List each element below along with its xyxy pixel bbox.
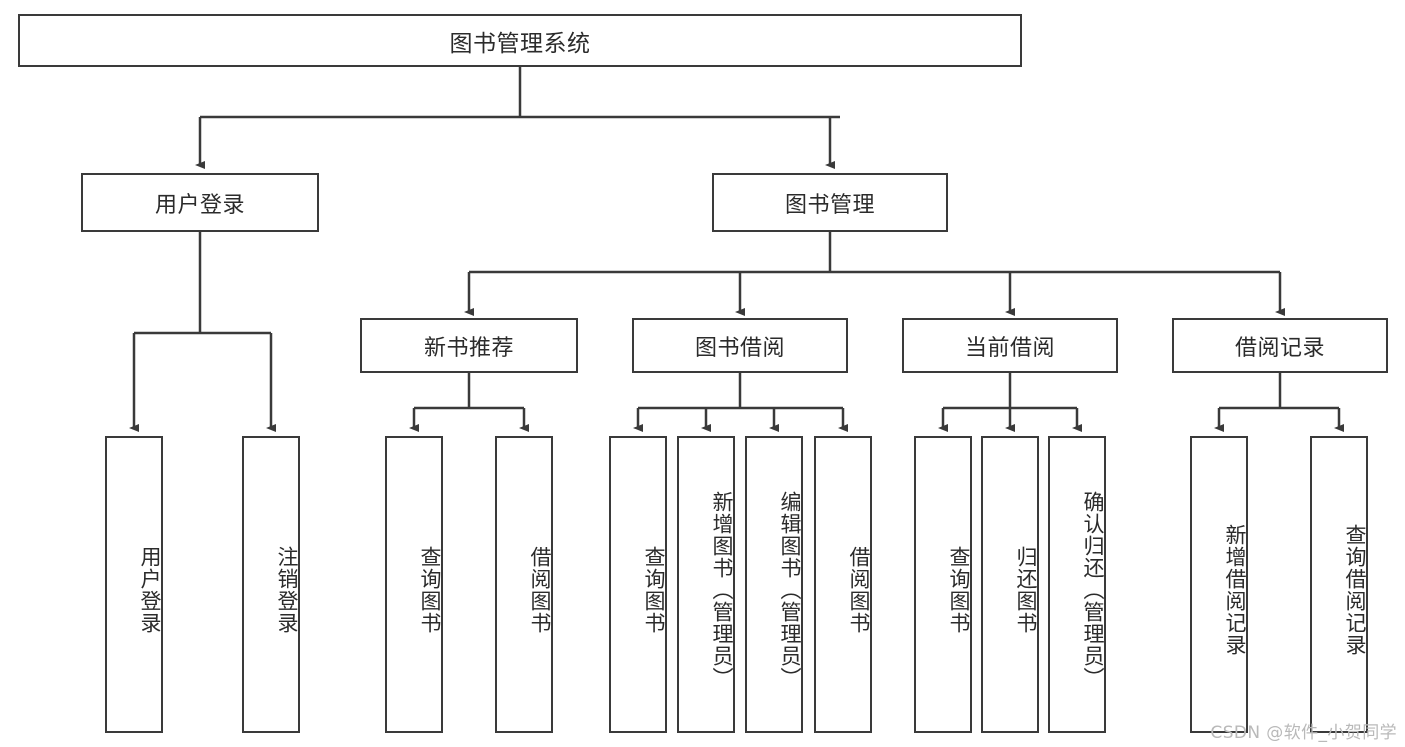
node-current-borrow-label: 当前借阅 xyxy=(964,335,1055,361)
node-borrow-record[interactable]: 借阅记录 xyxy=(1172,318,1388,373)
node-book-management[interactable]: 图书管理 xyxy=(712,173,948,232)
leaf-user-login[interactable]: 用户登录 xyxy=(105,436,163,733)
leaf-edit-book-admin-label: 编辑图书（管理员） xyxy=(778,490,802,689)
node-user-login-label: 用户登录 xyxy=(154,192,245,218)
node-book-management-label: 图书管理 xyxy=(784,192,875,218)
leaf-query-books-borrow-label: 查询图书 xyxy=(642,545,666,634)
node-user-login[interactable]: 用户登录 xyxy=(81,173,319,232)
node-root-label: 图书管理系统 xyxy=(449,30,591,57)
leaf-logout-label: 注销登录 xyxy=(275,545,299,634)
leaf-query-books-borrow[interactable]: 查询图书 xyxy=(609,436,667,733)
leaf-add-borrow-record[interactable]: 新增借阅记录 xyxy=(1190,436,1248,733)
leaf-query-borrow-record[interactable]: 查询借阅记录 xyxy=(1310,436,1368,733)
leaf-query-borrow-record-label: 查询借阅记录 xyxy=(1343,523,1367,656)
leaf-return-books[interactable]: 归还图书 xyxy=(981,436,1039,733)
node-root[interactable]: 图书管理系统 xyxy=(18,14,1022,67)
node-book-borrow-label: 图书借阅 xyxy=(694,335,785,361)
node-new-book-recommend-label: 新书推荐 xyxy=(423,335,514,361)
leaf-query-books-recommend[interactable]: 查询图书 xyxy=(385,436,443,733)
leaf-borrow-books[interactable]: 借阅图书 xyxy=(814,436,872,733)
node-book-borrow[interactable]: 图书借阅 xyxy=(632,318,848,373)
leaf-add-book-admin[interactable]: 新增图书（管理员） xyxy=(677,436,735,733)
leaf-user-login-label: 用户登录 xyxy=(138,545,162,634)
node-new-book-recommend[interactable]: 新书推荐 xyxy=(360,318,578,373)
leaf-confirm-return-admin[interactable]: 确认归还（管理员） xyxy=(1048,436,1106,733)
leaf-confirm-return-admin-label: 确认归还（管理员） xyxy=(1081,490,1105,689)
watermark-text: CSDN @软件_小贺同学 xyxy=(1210,723,1397,743)
leaf-add-book-admin-label: 新增图书（管理员） xyxy=(710,490,734,689)
node-borrow-record-label: 借阅记录 xyxy=(1234,335,1325,361)
leaf-return-books-label: 归还图书 xyxy=(1014,545,1038,634)
leaf-query-books-recommend-label: 查询图书 xyxy=(418,545,442,634)
leaf-query-books-current[interactable]: 查询图书 xyxy=(914,436,972,733)
leaf-borrow-books-recommend-label: 借阅图书 xyxy=(528,545,552,634)
leaf-logout[interactable]: 注销登录 xyxy=(242,436,300,733)
leaf-edit-book-admin[interactable]: 编辑图书（管理员） xyxy=(745,436,803,733)
leaf-borrow-books-label: 借阅图书 xyxy=(847,545,871,634)
leaf-query-books-current-label: 查询图书 xyxy=(947,545,971,634)
leaf-add-borrow-record-label: 新增借阅记录 xyxy=(1223,523,1247,656)
node-current-borrow[interactable]: 当前借阅 xyxy=(902,318,1118,373)
leaf-borrow-books-recommend[interactable]: 借阅图书 xyxy=(495,436,553,733)
